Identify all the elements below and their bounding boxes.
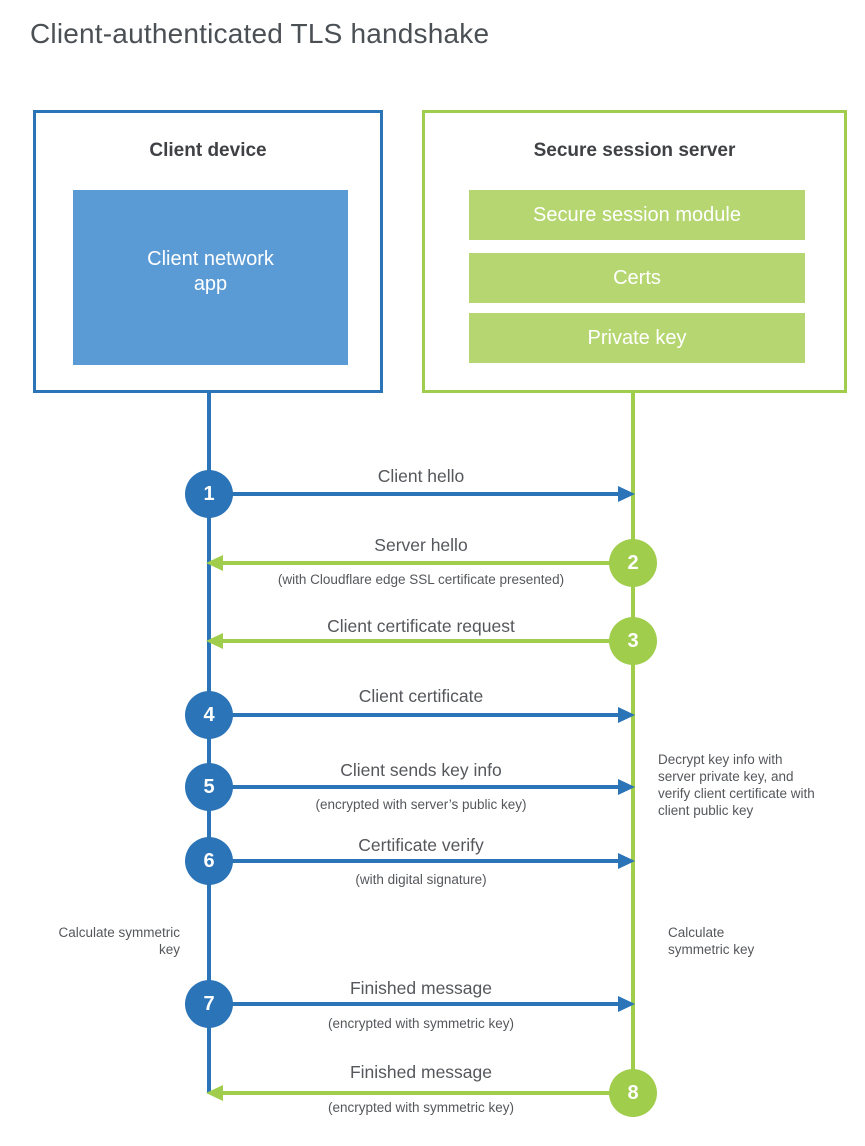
step5-circle: 5 (185, 763, 233, 811)
step6-sublabel: (with digital signature) (355, 872, 487, 887)
step6-circle: 6 (185, 837, 233, 885)
step5-arrowhead-right-icon (618, 779, 635, 795)
step1-arrowhead-right-icon (618, 486, 635, 502)
step8-arrow-line (223, 1091, 633, 1095)
step8-arrowhead-left-icon (206, 1085, 223, 1101)
step2-sublabel: (with Cloudflare edge SSL certificate pr… (277, 572, 565, 587)
step6-arrow-line (209, 859, 618, 863)
client-calculate-note: Calculate symmetric key (58, 925, 180, 957)
step1-circle: 1 (185, 470, 233, 518)
step2-arrow-line (223, 561, 633, 565)
client-lifeline (207, 393, 211, 1093)
step7-sublabel: (encrypted with symmetric key) (327, 1016, 515, 1031)
step6-arrowhead-right-icon (618, 853, 635, 869)
server-decrypt-note: Decrypt key info with server private key… (658, 752, 815, 818)
page-title: Client-authenticated TLS handshake (30, 18, 490, 49)
step3-label: Client certificate request (327, 616, 515, 636)
step7-arrow-line (209, 1002, 618, 1006)
step4-circle: 4 (185, 691, 233, 739)
secure-session-server-title: Secure session server (533, 140, 736, 161)
step7-circle: 7 (185, 980, 233, 1028)
step5-sublabel: (encrypted with server’s public key) (315, 797, 527, 812)
step4-arrow-line (209, 713, 618, 717)
server-certs-bar: Certs (469, 253, 805, 303)
step5-arrow-line (209, 785, 618, 789)
step4-arrowhead-right-icon (618, 707, 635, 723)
server-calculate-note: Calculate symmetric key (668, 925, 755, 957)
step5-label: Client sends key info (340, 760, 502, 780)
step2-circle: 2 (609, 539, 657, 587)
client-device-box: Client device Client network app (33, 110, 383, 393)
step3-arrow-line (223, 639, 633, 643)
step1-label: Client hello (377, 466, 465, 486)
step8-label: Finished message (349, 1062, 493, 1082)
step4-label: Client certificate (358, 686, 484, 706)
step7-arrowhead-right-icon (618, 996, 635, 1012)
step2-arrowhead-left-icon (206, 555, 223, 571)
step8-circle: 8 (609, 1069, 657, 1117)
step3-arrowhead-left-icon (206, 633, 223, 649)
client-device-title: Client device (149, 140, 267, 161)
step2-label: Server hello (374, 535, 468, 555)
server-private-key-bar: Private key (469, 313, 805, 363)
secure-session-server-box: Secure session server Secure session mod… (422, 110, 847, 393)
step8-sublabel: (encrypted with symmetric key) (327, 1100, 515, 1115)
client-network-app-label: Client network app (147, 247, 274, 295)
step6-label: Certificate verify (358, 835, 484, 855)
step7-label: Finished message (349, 978, 493, 998)
server-module-bar: Secure session module (469, 190, 805, 240)
server-lifeline (631, 393, 635, 1093)
step1-arrow-line (209, 492, 618, 496)
client-network-app-box: Client network app (73, 190, 348, 365)
step3-circle: 3 (609, 617, 657, 665)
